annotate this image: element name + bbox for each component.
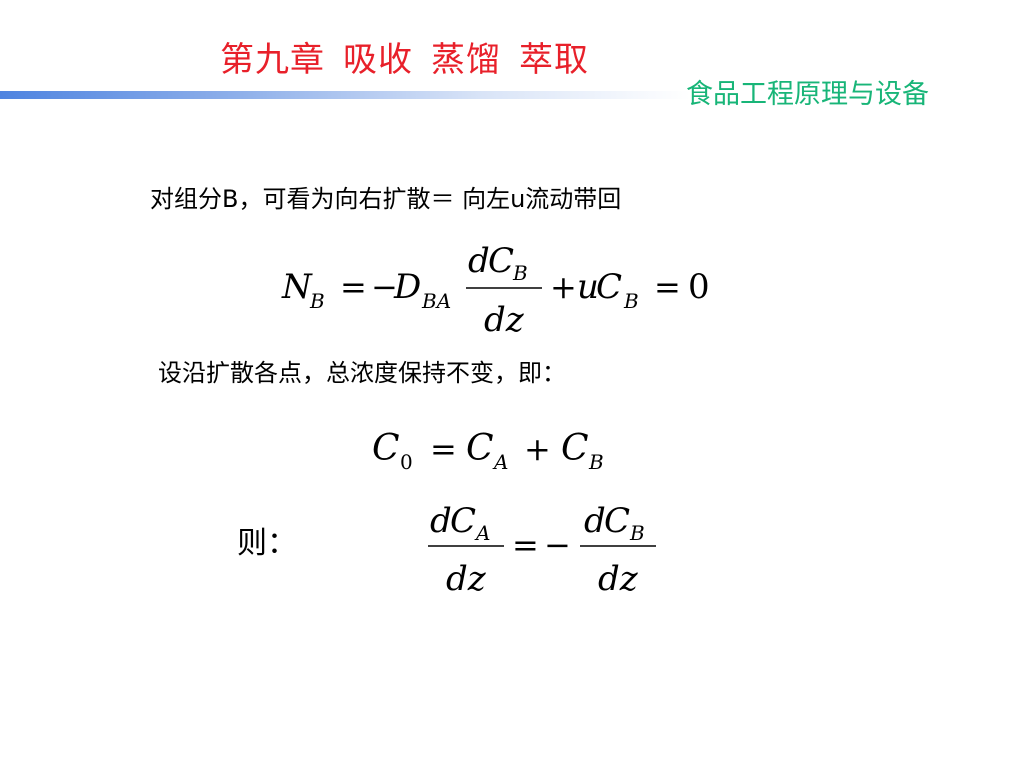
eq1-frac-num-symbol: C bbox=[488, 241, 514, 281]
eq1-term2-symbol: C bbox=[596, 267, 622, 307]
eq1-term2-sub: B bbox=[623, 289, 639, 313]
constant-concentration-statement: 设沿扩散各点，总浓度保持不变，即： bbox=[158, 359, 566, 387]
eq1-lhs-sub: B bbox=[309, 289, 325, 313]
eq2-equals: = bbox=[430, 430, 457, 468]
eq2-b-symbol: C bbox=[561, 428, 589, 469]
eq1-frac-num-d: d bbox=[468, 241, 490, 281]
gradient-equation: d C A dz = − d C B dz bbox=[428, 501, 656, 599]
component-b-statement: 对组分B，可看为向右扩散＝ 向左u流动带回 bbox=[150, 185, 622, 213]
course-name: 食品工程原理与设备 bbox=[686, 79, 929, 110]
eq1-equals: = bbox=[340, 268, 367, 306]
chapter-label: 第九章 bbox=[220, 40, 325, 80]
eq3-right-num-d: d bbox=[584, 501, 606, 541]
eq3-equals: = bbox=[512, 526, 539, 564]
eq1-coef-sub: BA bbox=[421, 289, 451, 313]
eq3-left-num-d: d bbox=[430, 501, 452, 541]
eq1-term2-u: u bbox=[577, 267, 599, 307]
eq3-right-num-sub: B bbox=[629, 521, 645, 545]
eq1-equals2: = bbox=[654, 268, 681, 306]
eq2-lhs-symbol: C bbox=[372, 428, 400, 469]
eq3-right-num-symbol: C bbox=[604, 501, 630, 541]
eq1-plus: + bbox=[550, 268, 577, 306]
eq2-a-symbol: C bbox=[466, 428, 494, 469]
header-gradient-bar bbox=[0, 91, 690, 99]
eq2-a-sub: A bbox=[492, 450, 508, 474]
topic-distillation: 蒸馏 bbox=[431, 40, 501, 80]
topic-extraction: 萃取 bbox=[519, 40, 589, 80]
total-concentration-equation: C 0 = C A + C B bbox=[372, 428, 604, 474]
eq1-coef-symbol: D bbox=[393, 267, 421, 307]
eq1-minus: − bbox=[371, 268, 398, 306]
slide-title: 第九章吸收蒸馏萃取 bbox=[220, 36, 589, 84]
eq3-right-den: dz bbox=[598, 559, 639, 599]
eq2-b-sub: B bbox=[588, 450, 604, 474]
eq1-frac-num-sub: B bbox=[512, 261, 528, 285]
eq3-left-num-symbol: C bbox=[450, 501, 476, 541]
eq2-plus: + bbox=[524, 430, 551, 468]
eq2-lhs-sub: 0 bbox=[400, 450, 413, 474]
eq3-left-den: dz bbox=[446, 559, 487, 599]
topic-absorption: 吸收 bbox=[343, 40, 413, 80]
eq3-left-num-sub: A bbox=[474, 521, 490, 545]
eq3-minus: − bbox=[544, 526, 571, 564]
eq1-frac-den: dz bbox=[484, 300, 525, 340]
eq1-lhs-symbol: N bbox=[281, 267, 313, 307]
eq1-rhs: 0 bbox=[688, 267, 710, 307]
flux-equation: N B = − D BA d C B dz + u C B = 0 bbox=[281, 241, 710, 340]
therefore-label: 则： bbox=[237, 526, 297, 561]
